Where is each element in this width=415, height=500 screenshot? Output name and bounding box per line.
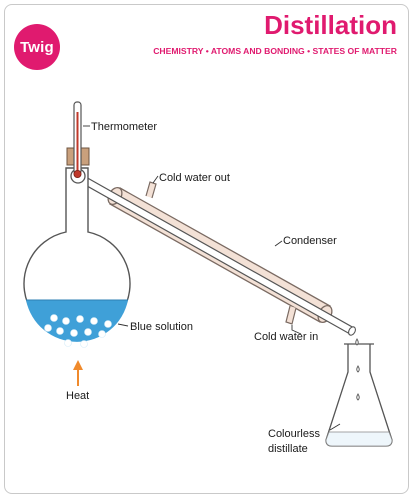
heat-arrow	[73, 360, 83, 386]
twig-logo: Twig	[14, 24, 60, 70]
page-title: Distillation	[264, 10, 397, 40]
conical-flask	[325, 338, 393, 447]
label-blue-solution: Blue solution	[130, 321, 193, 333]
label-heat: Heat	[66, 390, 89, 402]
thermometer	[73, 101, 82, 178]
label-thermometer: Thermometer	[91, 121, 157, 133]
label-cold-water-out: Cold water out	[159, 172, 230, 184]
label-colourless: Colourless	[268, 428, 320, 440]
label-distillate: distillate	[268, 443, 308, 455]
bubbles	[44, 314, 112, 348]
page-subtitle: CHEMISTRY • ATOMS AND BONDING • STATES O…	[153, 46, 397, 56]
label-condenser: Condenser	[283, 235, 337, 247]
logo-text: Twig	[20, 38, 54, 56]
label-cold-water-in: Cold water in	[254, 331, 318, 343]
leader-lines	[83, 125, 341, 431]
